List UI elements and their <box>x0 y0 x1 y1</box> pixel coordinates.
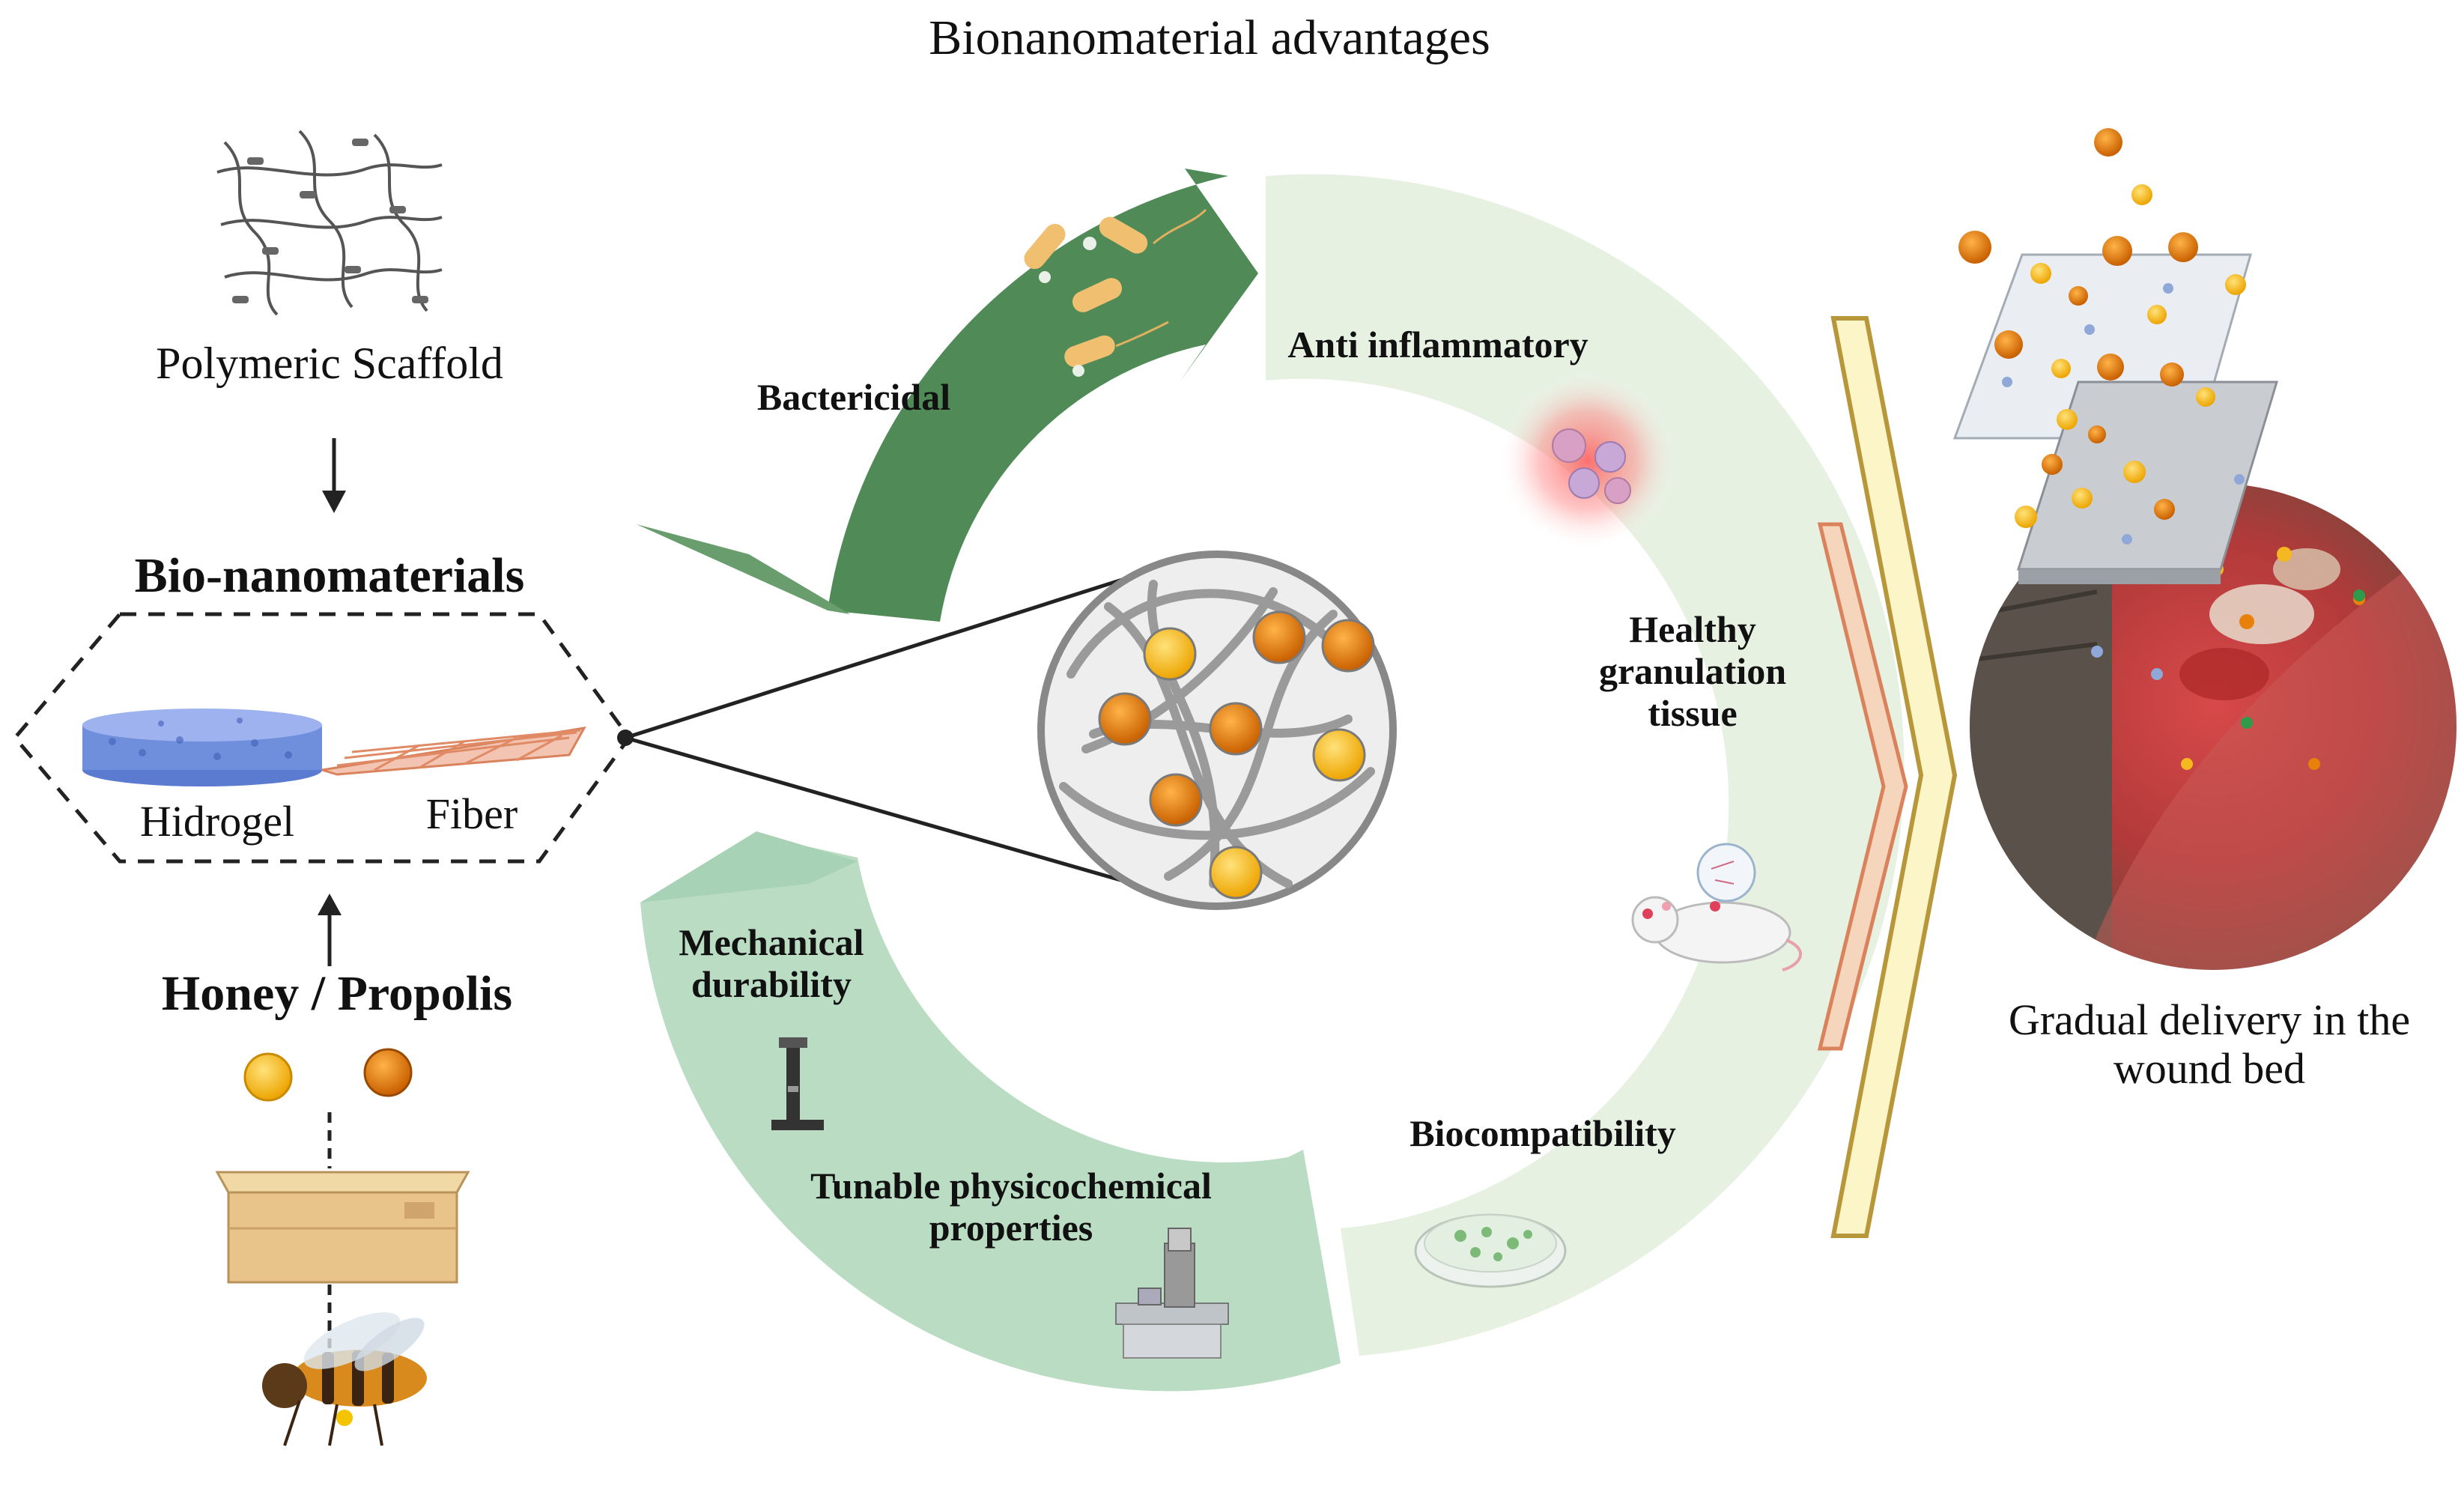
healthy-granulation-label: Healthy granulation tissue <box>1598 608 1787 734</box>
light-arc <box>1266 174 1905 1356</box>
bactericidal-label: Bactericidal <box>756 376 951 418</box>
lab-mouse-icon <box>1631 843 1803 971</box>
chevron-icon-outer <box>1830 316 1958 1238</box>
bactericidal-arc-fold <box>637 524 850 614</box>
bacteria-icon <box>1024 208 1207 377</box>
bee-icon <box>262 1312 427 1446</box>
honey-droplet-icon <box>243 1052 293 1102</box>
nanoparticle-icon <box>1037 551 1397 910</box>
biocompatibility-label: Biocompatibility <box>1409 1112 1676 1154</box>
tensile-tester-icon <box>771 1037 824 1130</box>
hexagon-frame <box>12 612 632 864</box>
lower-arc <box>640 835 1341 1392</box>
gradual-delivery-label: Gradual delivery in the wound bed <box>2008 995 2411 1093</box>
released-particles <box>1958 128 2246 545</box>
wound-image-icon <box>1970 483 2457 970</box>
polymeric-scaffold-label: Polymeric Scaffold <box>156 339 503 388</box>
bactericidal-arc <box>828 169 1258 622</box>
inflammation-glow <box>1498 371 1678 551</box>
down-arrow-icon <box>322 438 346 513</box>
mechanical-durability-label: Mechanical durability <box>679 921 864 1005</box>
bio-nanomaterials-label: Bio-nanomaterials <box>134 548 525 603</box>
anti-inflammatory-label: Anti inflammatory <box>1287 324 1588 366</box>
chevron-icon-inner <box>1817 522 1908 1051</box>
petri-dish-icon <box>1414 1213 1567 1288</box>
up-arrow-icon <box>318 894 342 966</box>
beehive-icon <box>215 1171 470 1284</box>
fiber-mesh-icon <box>321 727 586 776</box>
inflammatory-cells-icon <box>1552 428 1631 504</box>
tunable-properties-label: Tunable physicochemical properties <box>810 1165 1212 1249</box>
lower-arc-head <box>640 831 858 903</box>
fiber-label: Fiber <box>425 789 518 838</box>
polymer-network-icon <box>216 130 443 316</box>
microscope-icon <box>1115 1228 1229 1359</box>
page-title: Bionanomaterial advantages <box>929 10 1490 65</box>
membrane-layer-icon <box>2016 380 2279 584</box>
hidrogel-label: Hidrogel <box>139 797 295 846</box>
zoom-line-top <box>625 552 1203 740</box>
honey-propolis-label: Honey / Propolis <box>161 966 513 1021</box>
hydrogel-disc-icon <box>82 709 322 786</box>
propolis-droplet-icon <box>363 1048 413 1097</box>
